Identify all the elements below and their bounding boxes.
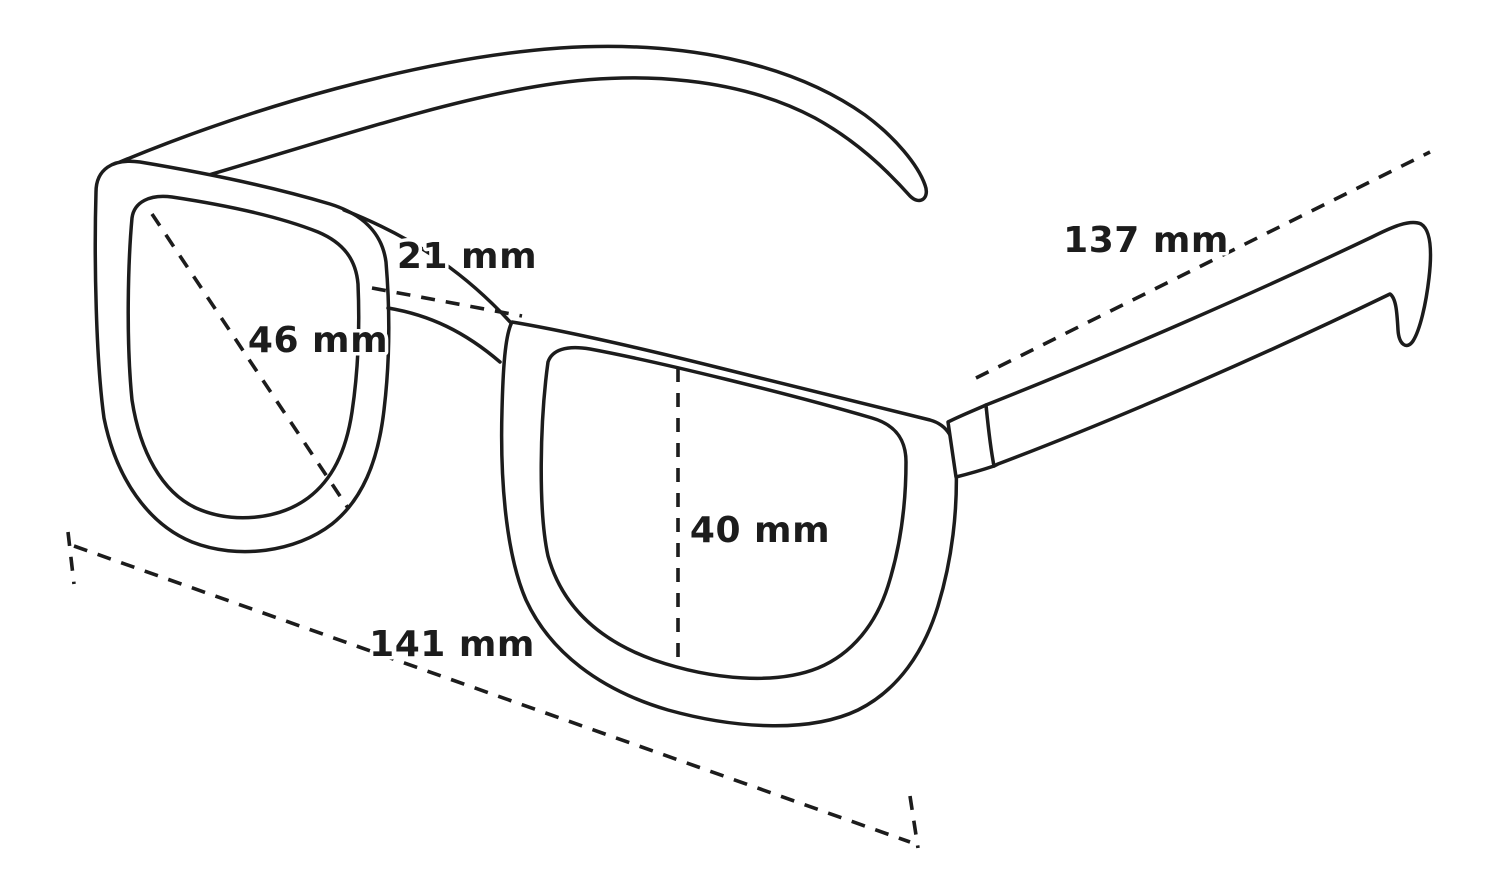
frame-width-label: 141 mm — [369, 624, 535, 665]
frame-width-tick-right — [908, 795, 920, 849]
lens-height-label: 40 mm — [690, 510, 830, 551]
bridge-line — [386, 306, 502, 364]
temple-length-label: 137 mm — [1063, 220, 1229, 261]
measure-line-bridge — [371, 286, 523, 318]
lens-width-label: 46 mm — [248, 320, 388, 361]
frame-width-tick-left — [66, 531, 76, 585]
far-temple-outline — [118, 44, 928, 203]
measure-line-temple — [975, 150, 1431, 380]
near-temple-outline — [984, 220, 1433, 468]
measure-line-lens-width — [150, 213, 350, 509]
brow-bar-line — [342, 208, 514, 326]
bridge-width-label: 21 mm — [397, 236, 537, 277]
left-lens-inner-outline — [126, 194, 361, 520]
right-lens-inner-outline — [539, 345, 908, 681]
